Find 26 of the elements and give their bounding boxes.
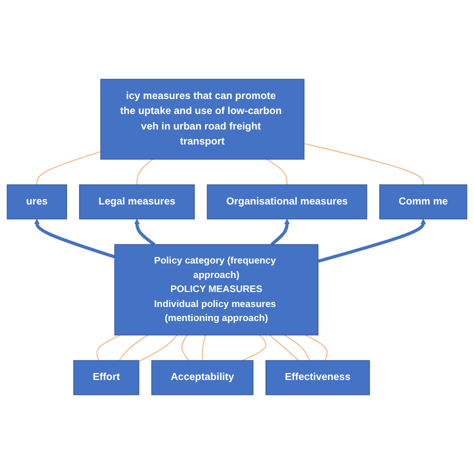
node-box: Policy category (frequency approach) POLICY MEASURES Individual policy measures (mentioning approach) (114, 244, 318, 336)
connector (202, 334, 206, 361)
connector (96, 334, 121, 361)
arrow (134, 218, 156, 246)
connector (269, 334, 300, 361)
connector (138, 334, 178, 362)
node-box: Effectiveness (266, 360, 370, 396)
node-box: Legal measures (79, 184, 195, 220)
node-box: Acceptability (151, 360, 254, 396)
connector (242, 334, 266, 361)
node-box: icy measures that can promote the uptake and use of low-carbon veh in urban road freight transport (100, 78, 304, 160)
node-box: Effort (73, 360, 140, 396)
connector (136, 158, 154, 186)
arrow (318, 218, 426, 263)
arrow (34, 218, 116, 258)
node-box: ures (6, 184, 68, 220)
node-box: Comm me (379, 184, 468, 220)
connector (284, 334, 310, 361)
connector (118, 334, 148, 361)
connector (304, 143, 424, 186)
node-box: Organisational measures (206, 184, 368, 220)
connector (266, 158, 288, 186)
connector (304, 334, 328, 361)
connector (36, 151, 102, 186)
arrow (270, 218, 290, 246)
connector (181, 334, 190, 361)
